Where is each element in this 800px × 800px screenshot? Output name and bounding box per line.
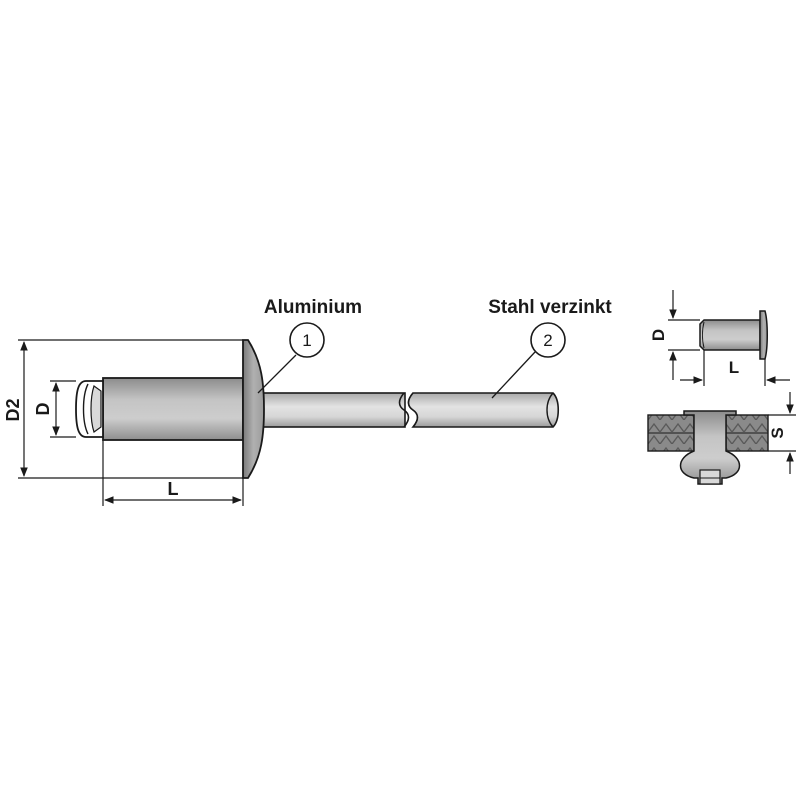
mandrel-left	[244, 392, 406, 428]
callout-label-stahl-verzinkt: Stahl verzinkt	[488, 297, 612, 318]
mandrel-right	[407, 392, 560, 428]
main-dimensions	[18, 339, 244, 506]
dim-label-l: L	[168, 479, 179, 499]
small-rivet	[699, 310, 768, 360]
small-dim-label-d: D	[649, 329, 668, 341]
callout-number-2: 2	[543, 331, 552, 350]
callout-number-1: 1	[302, 331, 311, 350]
mandrel-break	[398, 392, 410, 428]
thickness-dimension	[768, 392, 796, 474]
main-rivet	[75, 339, 560, 479]
callout-circle-2	[530, 322, 566, 358]
installed-rivet	[647, 410, 769, 485]
dim-label-d: D	[33, 403, 53, 416]
callout-stahl: 2 Stahl verzinkt	[488, 297, 612, 399]
rivet-head	[242, 339, 265, 479]
rivet-body	[102, 377, 244, 441]
small-dimensions	[668, 290, 790, 386]
dim-label-d2: D2	[3, 398, 23, 421]
callout-aluminium: 1 Aluminium	[257, 297, 362, 394]
callout-circle-1	[289, 322, 325, 358]
dim-label-s: S	[768, 427, 787, 438]
callout-label-aluminium: Aluminium	[264, 297, 362, 318]
small-dim-label-l: L	[729, 358, 739, 377]
